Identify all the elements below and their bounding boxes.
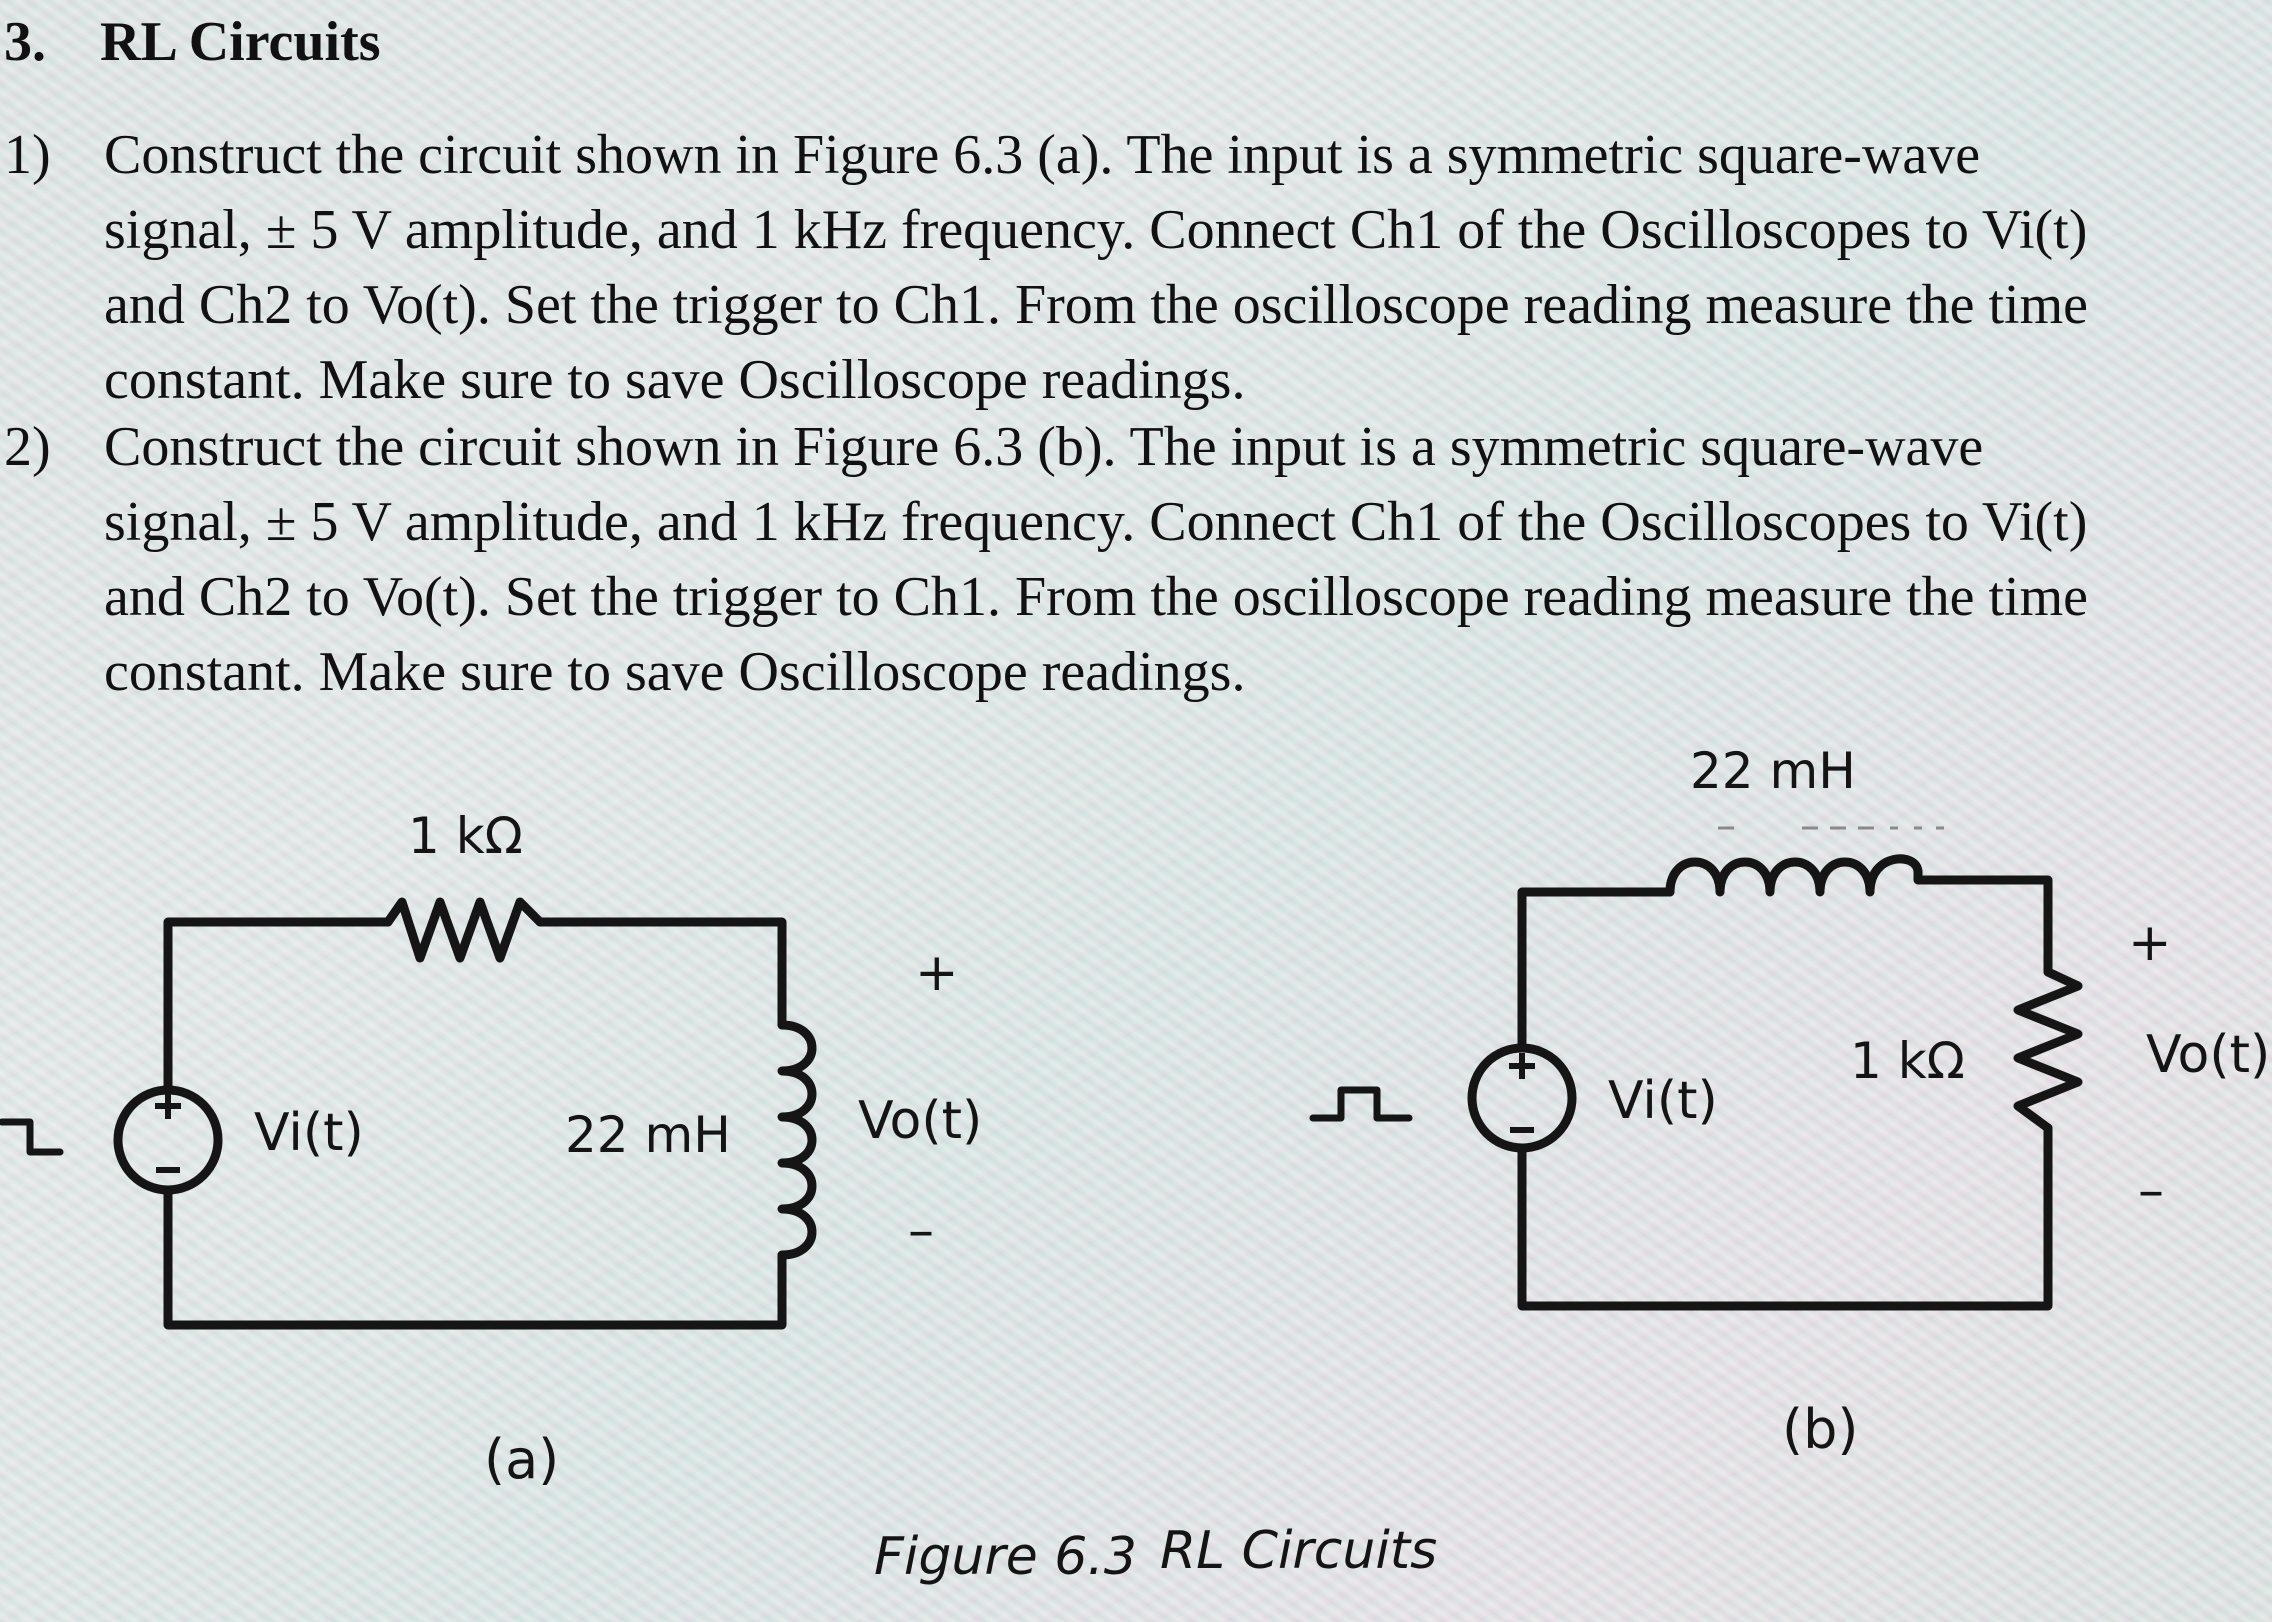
circuit-a-output-plus: + bbox=[915, 943, 959, 1003]
step-2-line-2: signal, ± 5 V amplitude, and 1 kHz frequ… bbox=[104, 491, 2088, 553]
circuit-a-wire bbox=[163, 917, 787, 1330]
step-2-text: Construct the circuit shown in Figure 6.… bbox=[104, 410, 2272, 710]
circuit-b-output-plus: + bbox=[2128, 913, 2172, 973]
circuit-b-source-label: Vi(t) bbox=[1608, 1071, 1718, 1131]
circuit-a-source bbox=[113, 1085, 223, 1195]
circuit-a-inductor-label: 22 mH bbox=[565, 1106, 731, 1164]
circuit-a bbox=[0, 897, 817, 1330]
circuit-a-resistor bbox=[383, 897, 545, 963]
step-2-line-1: Construct the circuit shown in Figure 6.… bbox=[104, 416, 1984, 478]
circuit-b-inductor bbox=[1665, 854, 1923, 897]
circuit-a-inductor bbox=[777, 1020, 817, 1260]
step-2-line-3: and Ch2 to Vo(t). Set the trigger to Ch1… bbox=[104, 566, 2089, 628]
circuit-b-sublabel: (b) bbox=[1782, 1398, 1858, 1461]
figure-caption-number: Figure 6.3 bbox=[874, 1527, 1137, 1587]
step-1-line-2: signal, ± 5 V amplitude, and 1 kHz frequ… bbox=[104, 199, 2088, 261]
circuit-b-source-polarity bbox=[1509, 1053, 1535, 1133]
circuit-b-inductor-label: 22 mH bbox=[1690, 742, 1856, 800]
circuit-b-output-label: Vo(t) bbox=[2146, 1025, 2270, 1085]
step-2-line-4: constant. Make sure to save Oscilloscope… bbox=[104, 641, 1246, 703]
circuit-a-sublabel: (a) bbox=[484, 1428, 559, 1491]
circuit-b-output-minus: – bbox=[2138, 1161, 2164, 1221]
step-2-marker: 2) bbox=[4, 416, 51, 478]
step-1-marker: 1) bbox=[4, 124, 51, 186]
circuit-a-resistor-label: 1 kΩ bbox=[408, 807, 523, 865]
section-number: 3. bbox=[4, 11, 46, 73]
circuit-b-resistor-label: 1 kΩ bbox=[1850, 1032, 1965, 1090]
section-title: RL Circuits bbox=[100, 11, 381, 73]
circuit-a-square-wave-icon bbox=[0, 1118, 64, 1156]
circuit-b-source bbox=[1467, 1043, 1577, 1153]
circuit-a-source-polarity bbox=[155, 1093, 181, 1173]
circuit-b-source-plus-icon bbox=[1509, 1053, 1535, 1079]
section-heading: 3. RL Circuits bbox=[4, 10, 381, 74]
step-1-text: Construct the circuit shown in Figure 6.… bbox=[104, 118, 2272, 418]
circuit-b-square-wave-icon bbox=[1309, 1086, 1413, 1122]
circuit-a-output-label: Vo(t) bbox=[858, 1091, 982, 1151]
figure-caption-title: RL Circuits bbox=[1160, 1521, 1437, 1581]
step-1-line-3: and Ch2 to Vo(t). Set the trigger to Ch1… bbox=[104, 274, 2089, 336]
circuit-a-output-minus: – bbox=[908, 1201, 934, 1261]
circuit-b bbox=[1309, 854, 2083, 1311]
circuit-b-wire bbox=[1517, 867, 2053, 1311]
step-1-line-4: constant. Make sure to save Oscilloscope… bbox=[104, 349, 1246, 411]
circuit-a-source-label: Vi(t) bbox=[254, 1103, 364, 1163]
step-1-line-1: Construct the circuit shown in Figure 6.… bbox=[104, 124, 1981, 186]
circuit-b-resistor bbox=[2013, 967, 2083, 1133]
circuit-a-source-plus-icon bbox=[155, 1093, 181, 1119]
